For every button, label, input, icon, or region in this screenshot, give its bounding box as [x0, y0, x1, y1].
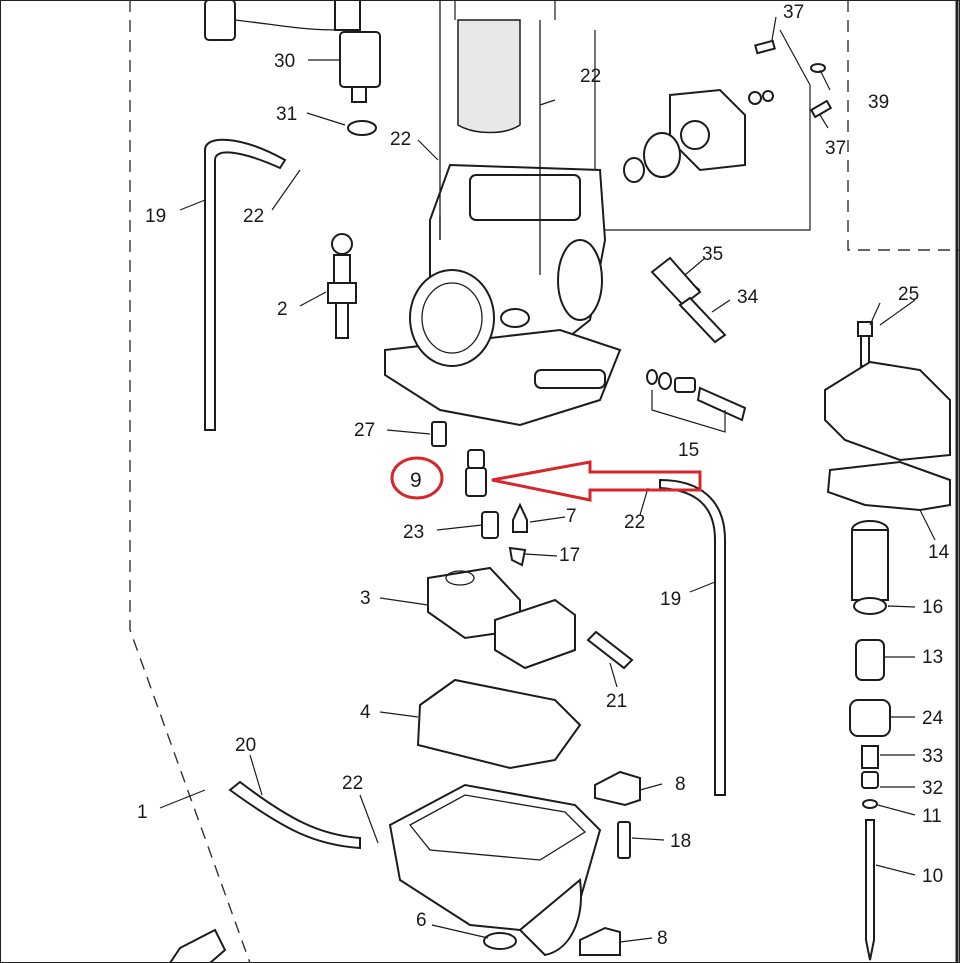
highlight-annotation	[390, 456, 702, 502]
highlight-circle	[390, 456, 444, 500]
callout-37: 37	[783, 2, 804, 23]
callout-1: 1	[137, 802, 148, 823]
float-bowl	[388, 783, 602, 957]
callout-9: 9	[410, 469, 422, 492]
assembly-outline	[129, 0, 960, 963]
callout-27: 27	[354, 420, 375, 441]
callout-19: 19	[145, 206, 166, 227]
callout-22: 22	[390, 129, 411, 150]
callout-7: 7	[566, 506, 577, 527]
part-8-bracket-lower	[579, 926, 621, 956]
part-31-oring	[347, 120, 377, 136]
leader-lines	[159, 16, 936, 943]
callout-22: 22	[624, 512, 645, 533]
part-39-oring	[810, 63, 826, 73]
callout-18: 18	[670, 831, 691, 852]
callout-22: 22	[243, 206, 264, 227]
callout-6: 6	[416, 910, 427, 931]
part-7-needle-valve	[512, 502, 528, 533]
callout-11: 11	[922, 806, 942, 827]
callout-32: 32	[922, 778, 943, 799]
callout-37: 37	[825, 138, 846, 159]
part-19-left-tube	[204, 138, 287, 431]
callout-15: 15	[678, 440, 699, 461]
part-3-float	[427, 566, 576, 670]
part-20-hose	[228, 780, 361, 850]
callout-21: 21	[606, 691, 627, 712]
callout-8: 8	[675, 774, 686, 795]
highlight-arrow-icon	[491, 460, 702, 502]
part-9-jet	[465, 449, 487, 497]
part-34-screw	[678, 296, 727, 344]
callout-23: 23	[403, 522, 424, 543]
throttle-sensor-housing	[623, 88, 774, 183]
callout-31: 31	[276, 104, 297, 125]
callout-33: 33	[922, 746, 943, 767]
top-connector	[204, 0, 361, 41]
callout-25: 25	[898, 284, 919, 305]
part-23-jet	[481, 511, 499, 539]
part-17-clip	[508, 546, 527, 567]
part-6-oring	[483, 932, 517, 950]
callout-2: 2	[277, 299, 288, 320]
part-19-right-tube	[659, 478, 726, 796]
right-stack	[849, 520, 891, 961]
part-15-set	[646, 369, 747, 433]
part-8-bracket-upper	[594, 770, 641, 807]
callout-17: 17	[559, 545, 580, 566]
part-2-screw	[327, 233, 357, 339]
callout-4: 4	[360, 702, 371, 723]
callout-35: 35	[702, 244, 723, 265]
part-25-screw	[857, 321, 873, 367]
part-21-pin	[586, 630, 634, 670]
callout-22: 22	[580, 66, 601, 87]
part-37-screws	[754, 39, 833, 119]
callout-10: 10	[922, 866, 943, 887]
part-4-gasket	[416, 678, 582, 770]
callout-19: 19	[660, 589, 681, 610]
callout-22: 22	[342, 773, 363, 794]
callout-16: 16	[922, 597, 943, 618]
callout-3: 3	[360, 588, 371, 609]
part-27-jet	[431, 421, 447, 447]
callout-14: 14	[928, 542, 950, 563]
callout-20: 20	[235, 735, 256, 756]
callout-39: 39	[868, 92, 889, 113]
callout-24: 24	[922, 708, 944, 729]
carburetor-body	[384, 0, 622, 427]
callout-34: 34	[737, 287, 759, 308]
callout-labels: 30 31 22 22 19 22 2 37 39 37 35 34 25 15…	[137, 2, 950, 949]
throttle-slide	[457, 19, 521, 134]
part-30-sensor	[339, 31, 381, 103]
part-35-spring	[650, 256, 702, 307]
front-arrow-icon	[168, 928, 227, 963]
callout-13: 13	[922, 647, 943, 668]
callout-8: 8	[657, 928, 668, 949]
part-18-screw	[617, 821, 631, 859]
pump-cover	[824, 360, 951, 462]
callout-30: 30	[274, 51, 295, 72]
part-14-diaphragm	[826, 460, 951, 512]
